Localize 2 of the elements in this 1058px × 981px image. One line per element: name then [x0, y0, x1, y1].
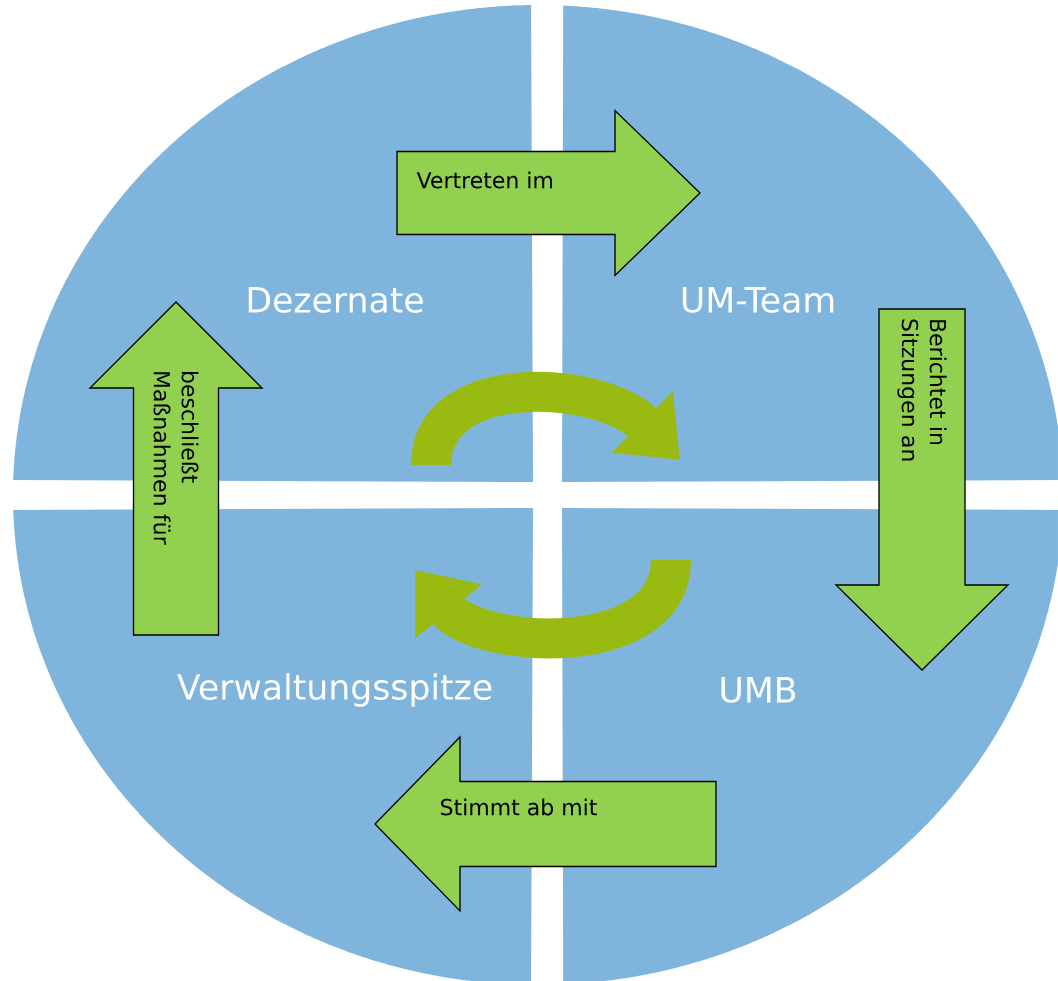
block-arrow [396, 108, 701, 278]
block-arrow [374, 735, 717, 913]
